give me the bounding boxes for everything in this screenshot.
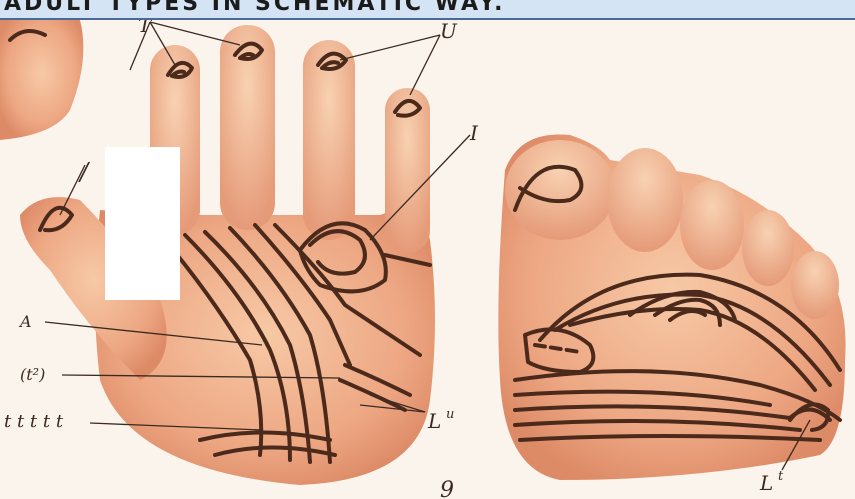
label-hypothenar-t: t t t t t <box>4 411 64 432</box>
label-fingertip-ulnar: U <box>440 20 458 43</box>
label-hypothenar-a: A <box>18 312 32 331</box>
dermatoglyphics-figure: T U I / A (t²) t t t t t L u L t 9 <box>0 20 855 499</box>
label-sole-loop-sup: t <box>778 469 784 484</box>
label-sole-loop: L <box>759 471 773 495</box>
label-palm-loop: L <box>427 409 441 433</box>
label-fingertip-arch: T <box>138 20 153 37</box>
label-hypothenar-mid: (t²) <box>20 365 45 384</box>
caption-text: ADULT TYPES IN SCHEMATIC WAY. <box>4 0 506 16</box>
caption-bar: ADULT TYPES IN SCHEMATIC WAY. <box>0 0 855 20</box>
label-palm-loop-sup: u <box>446 407 454 422</box>
page-number: 9 <box>440 478 454 499</box>
label-interdigital: I <box>469 121 479 145</box>
redaction-box <box>105 147 180 300</box>
